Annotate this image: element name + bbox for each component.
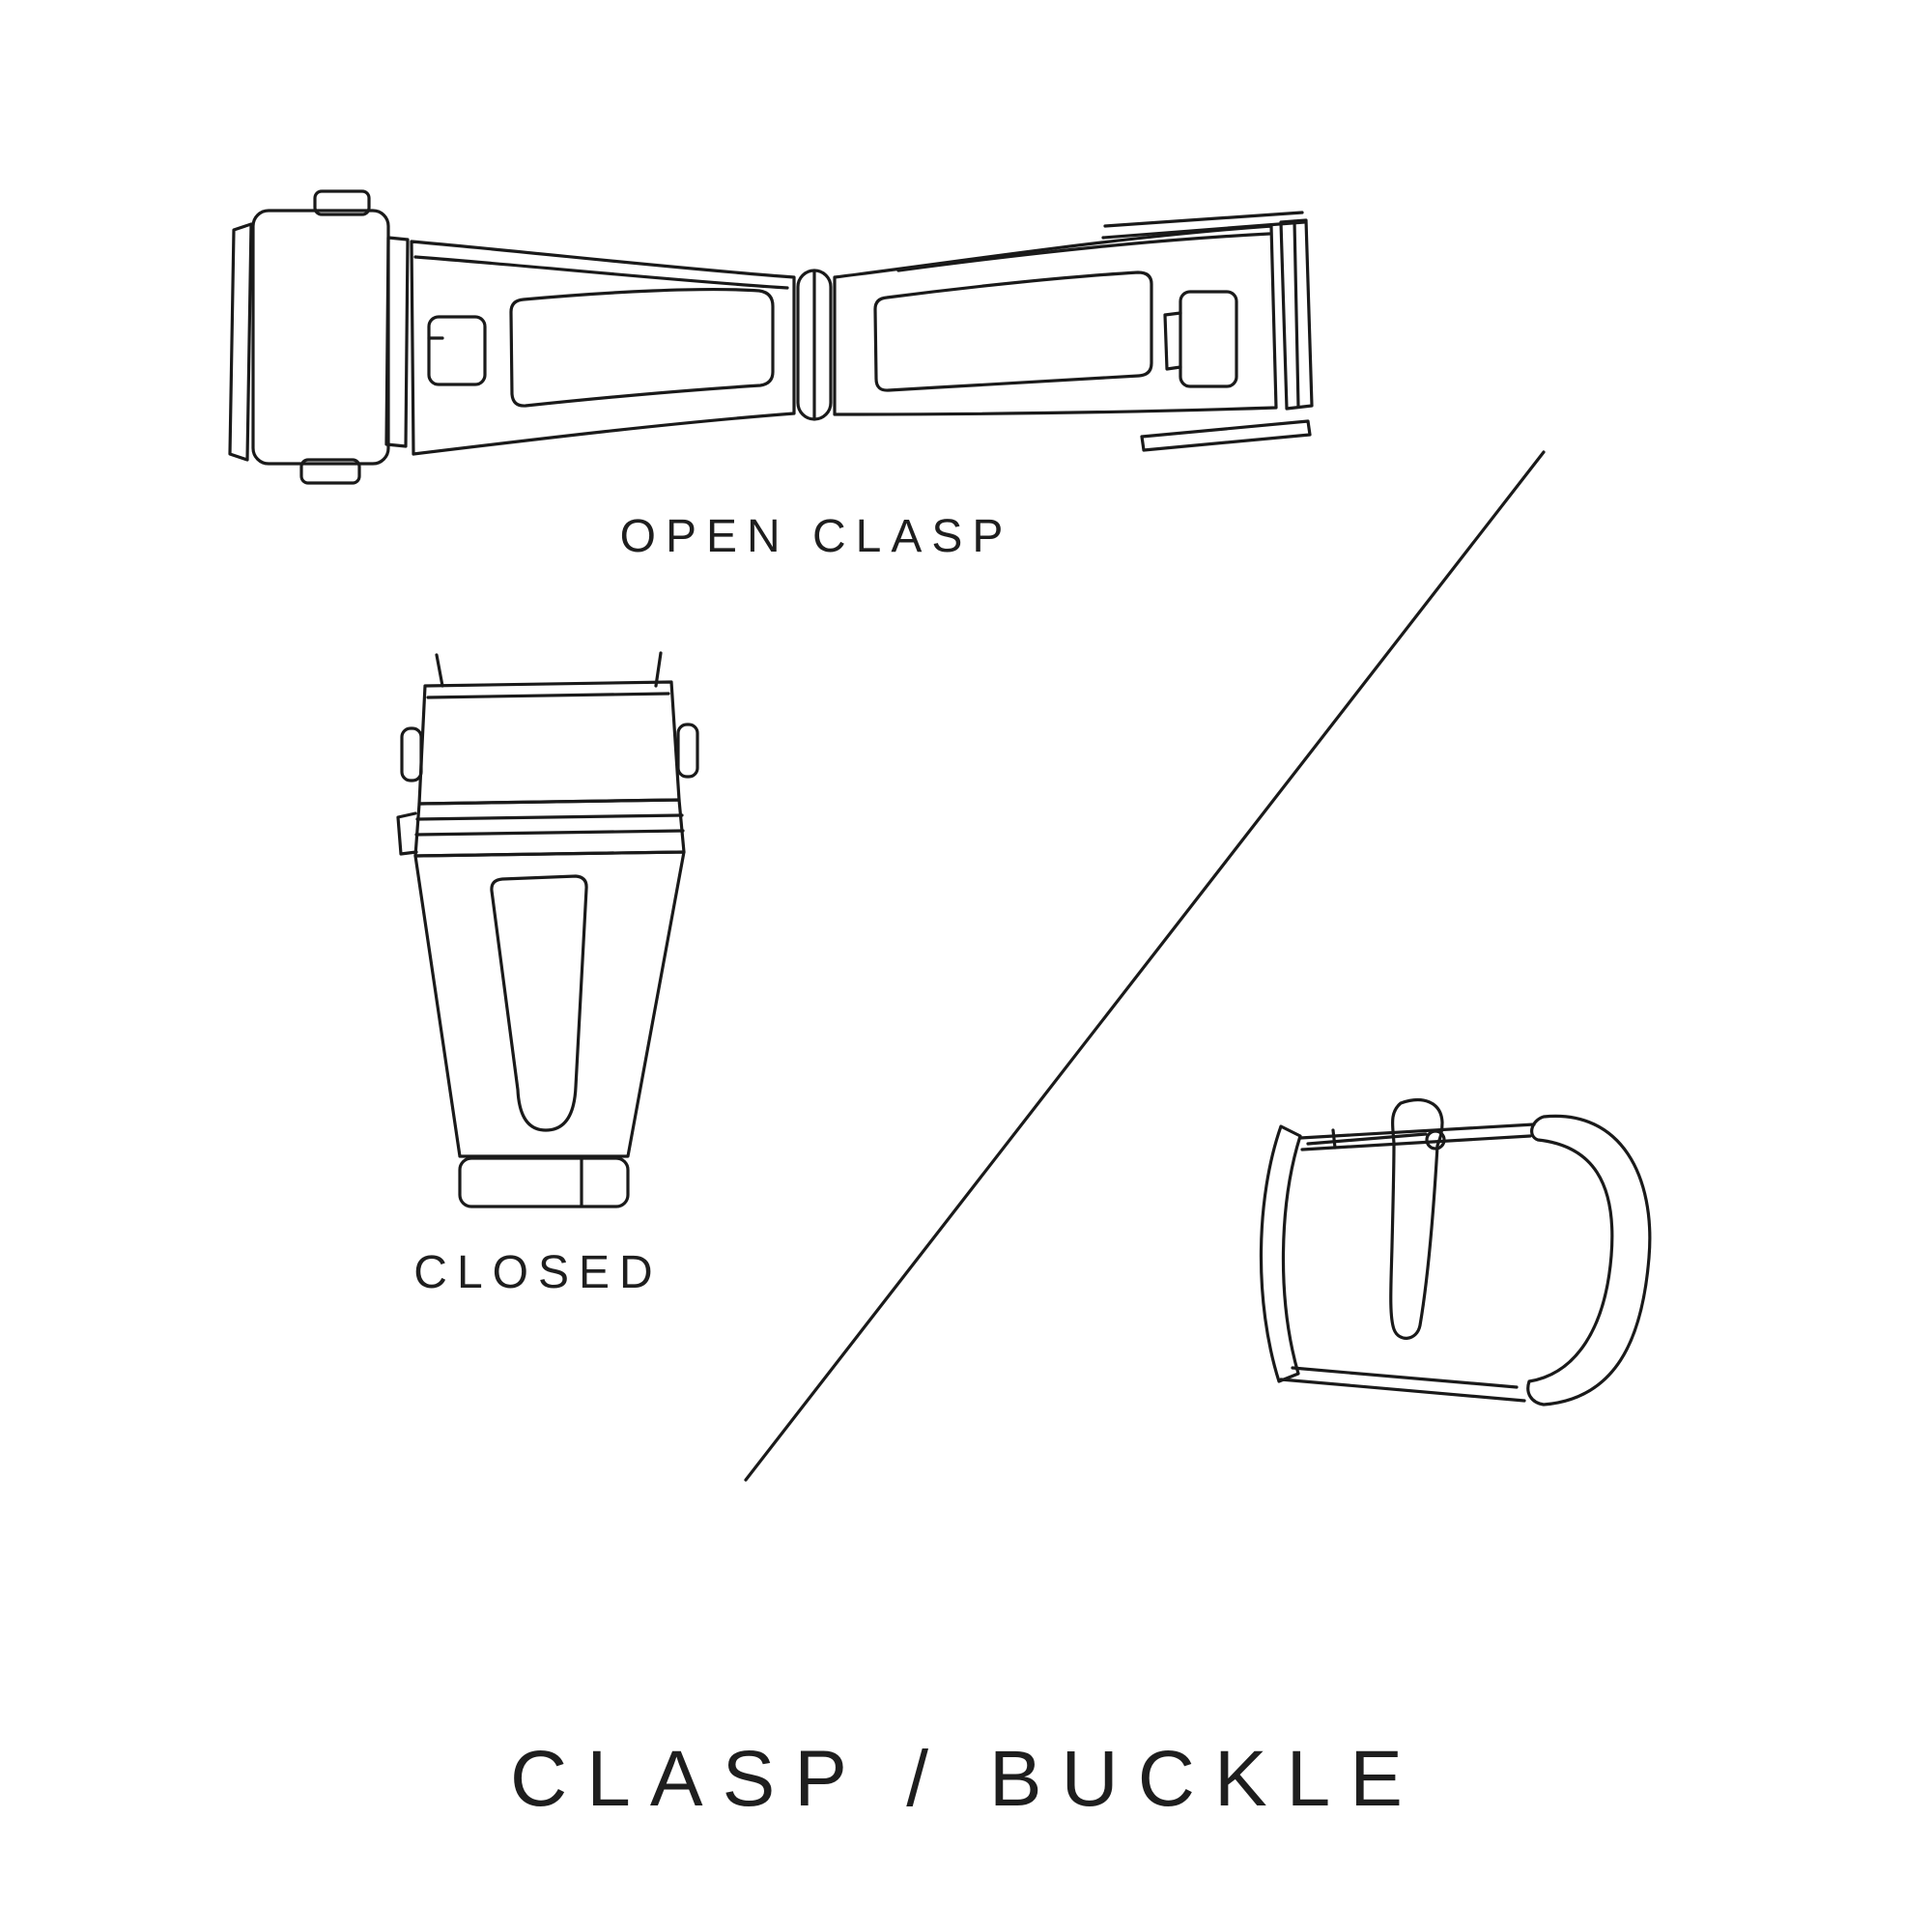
open-clasp-illustration: [228, 189, 1314, 485]
page-title: CLASP / BUCKLE: [510, 1735, 1422, 1823]
open-clasp-label: OPEN CLASP: [619, 511, 1013, 562]
closed-clasp-label: CLOSED: [413, 1247, 663, 1298]
buckle-illustration: [1259, 1098, 1652, 1406]
closed-clasp-illustration: [396, 651, 699, 1208]
divider-line: [744, 450, 1546, 1482]
